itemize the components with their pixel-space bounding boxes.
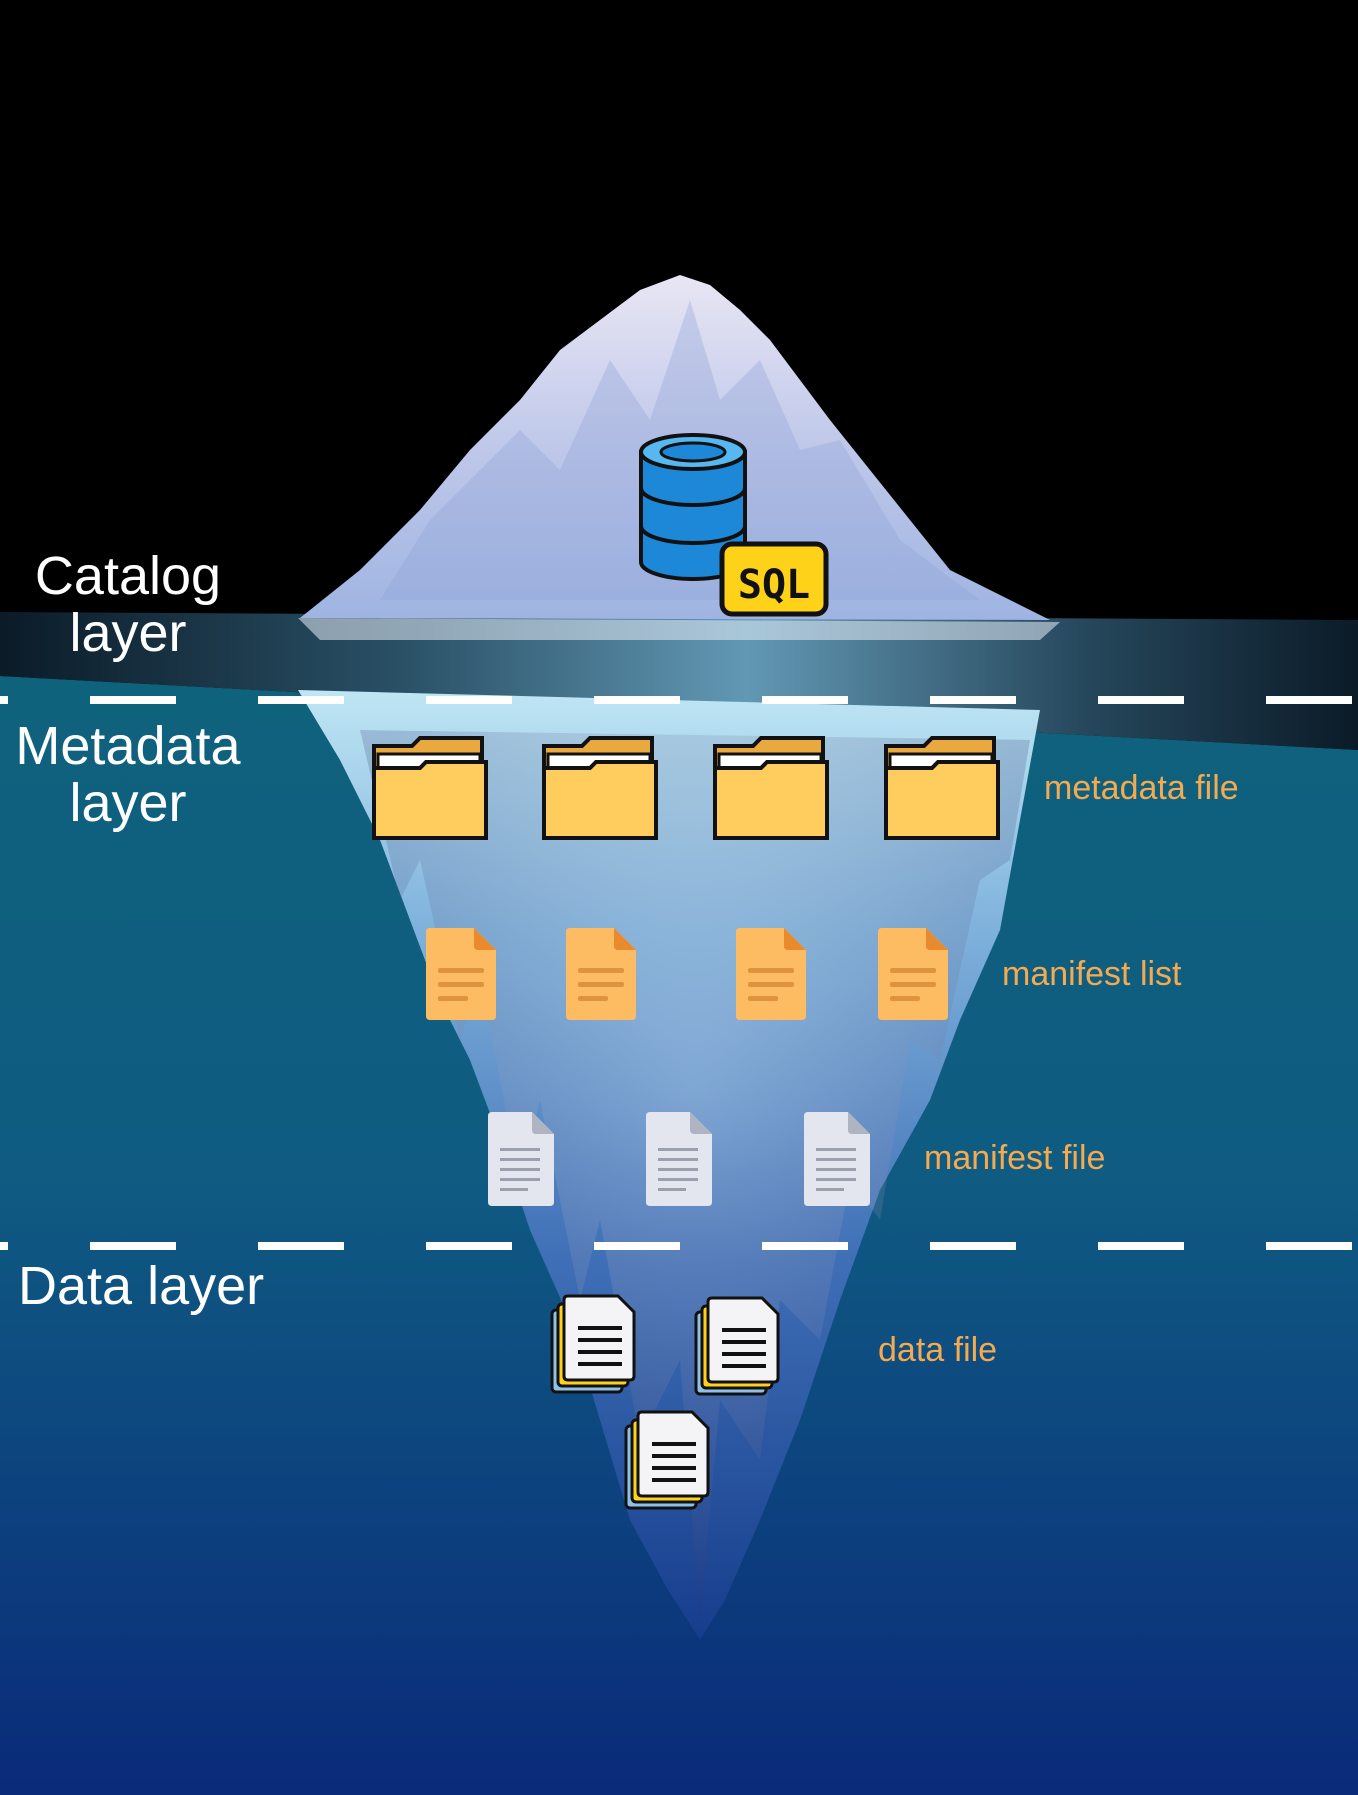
waterline-reflection — [298, 618, 1060, 640]
database-icon — [639, 433, 747, 581]
sql-badge: SQL — [719, 541, 829, 617]
stacked-documents-icon — [694, 1296, 780, 1396]
metadata-file-label: metadata file — [1044, 769, 1239, 807]
data-layer-label-line1: Data layer — [18, 1256, 265, 1316]
stacked-documents-icon — [624, 1410, 710, 1510]
orange-document-icon — [426, 928, 496, 1020]
catalog-layer-label: Catalog layer — [18, 548, 238, 662]
sql-badge-text: SQL — [738, 562, 810, 608]
gray-document-icon — [804, 1112, 870, 1206]
folder-icon — [884, 736, 1000, 840]
catalog-layer-label-line1: Catalog — [34, 546, 222, 606]
folder-icon — [372, 736, 488, 840]
manifest-file-label: manifest file — [924, 1139, 1106, 1177]
metadata-layer-label-line2: layer — [69, 773, 187, 833]
manifest-list-label: manifest list — [1002, 955, 1182, 993]
metadata-layer-label: Metadata layer — [8, 718, 248, 832]
orange-document-icon — [878, 928, 948, 1020]
gray-document-icon — [646, 1112, 712, 1206]
data-layer-label: Data layer — [18, 1258, 288, 1315]
data-file-label: data file — [878, 1331, 998, 1369]
orange-document-icon — [736, 928, 806, 1020]
folder-icon — [542, 736, 658, 840]
orange-document-icon — [566, 928, 636, 1020]
stacked-documents-icon — [550, 1294, 636, 1394]
metadata-layer-label-line1: Metadata — [15, 716, 241, 776]
gray-document-icon — [488, 1112, 554, 1206]
catalog-layer-label-line2: layer — [69, 603, 187, 663]
folder-icon — [713, 736, 829, 840]
